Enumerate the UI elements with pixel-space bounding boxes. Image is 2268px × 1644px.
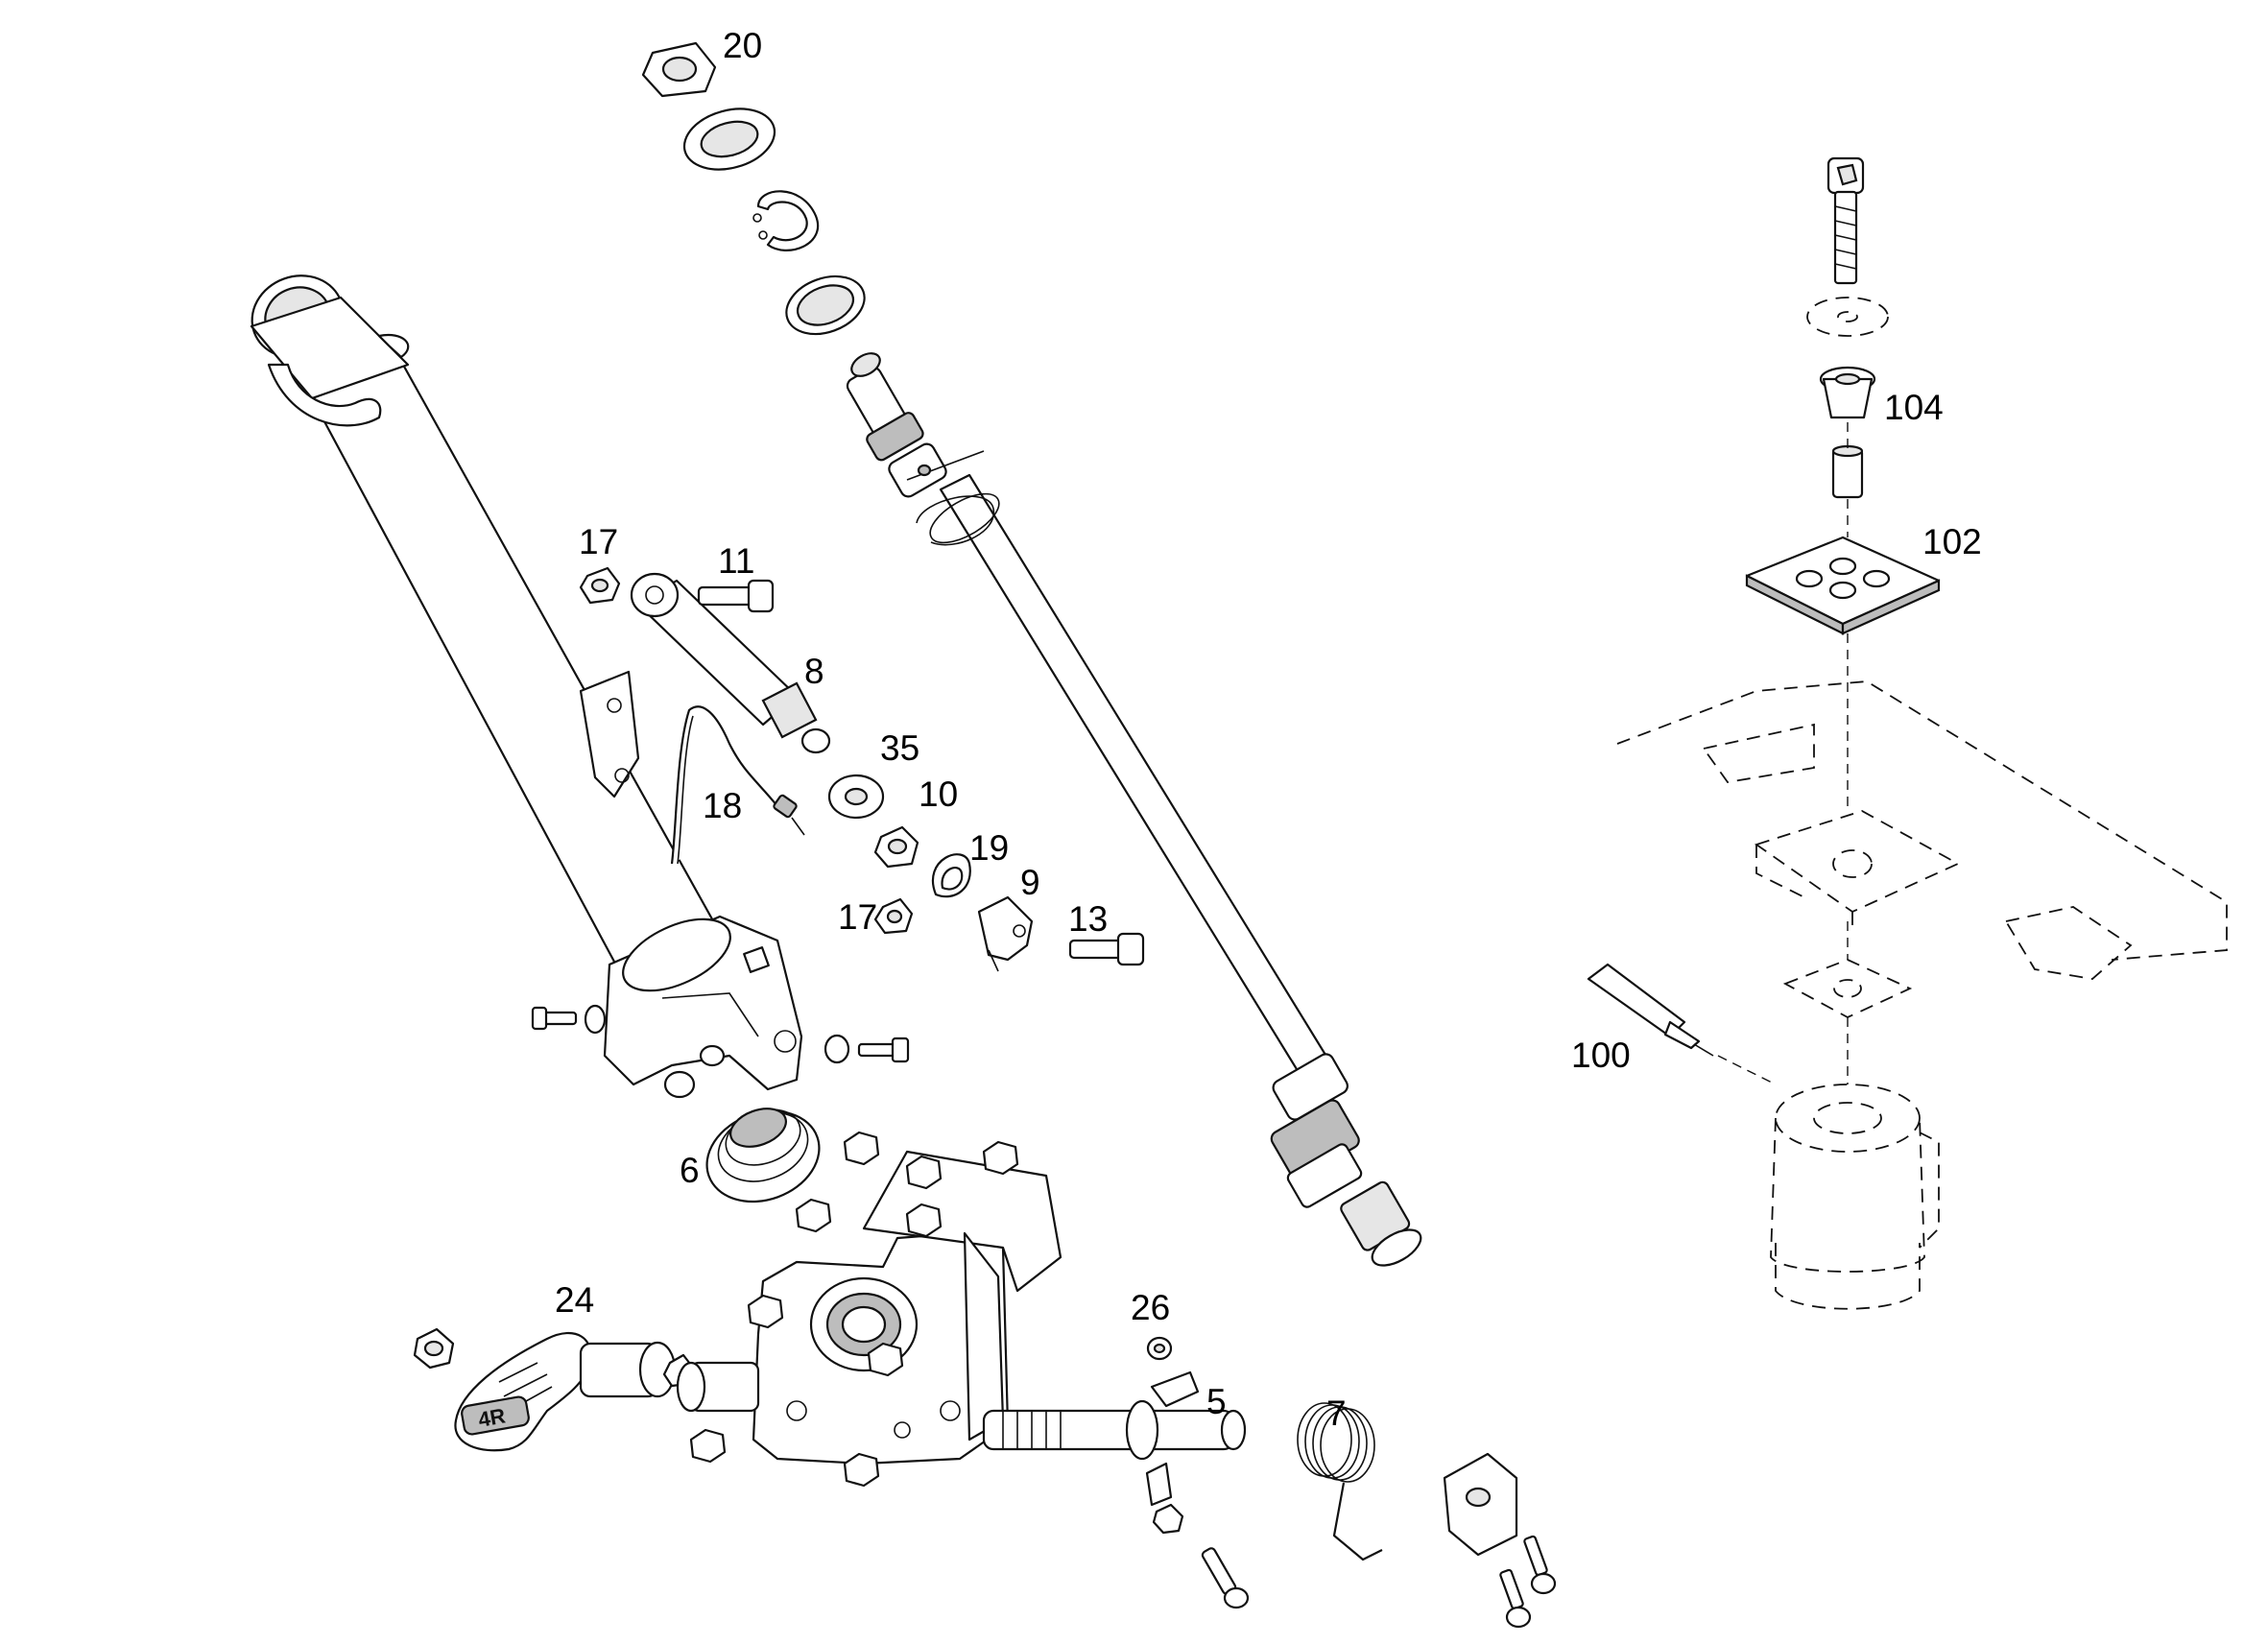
- bolt-11: [697, 579, 775, 613]
- callout-6: 6: [680, 1151, 700, 1190]
- column-upper-bracket: [579, 670, 640, 798]
- stop-block: [1443, 1452, 1518, 1557]
- bracket-nut: [663, 1044, 726, 1099]
- callout-18: 18: [703, 786, 742, 825]
- column-lower-bracket: [603, 915, 803, 1091]
- column-tube: [250, 274, 731, 990]
- callout-19: 19: [969, 828, 1009, 868]
- callout-9: 9: [1020, 863, 1040, 902]
- shaft-stub-24: [676, 1361, 760, 1413]
- pin-26: [1146, 1336, 1173, 1361]
- bellows-6: [705, 1108, 821, 1203]
- callout-24: 24: [555, 1280, 594, 1320]
- bushing-104: [1819, 366, 1876, 419]
- lever-24: 4R: [413, 1327, 695, 1452]
- clip-19: [932, 853, 971, 898]
- cable-18: [670, 705, 805, 865]
- nut-20: [641, 41, 717, 98]
- assembly-axis-lines: [1717, 422, 1849, 1085]
- callout-35: 35: [880, 728, 919, 768]
- bracket-bolt-left: [531, 1004, 607, 1035]
- circlip: [752, 190, 820, 251]
- washer: [682, 107, 776, 171]
- stop-block-screws: [1499, 1535, 1557, 1629]
- spacer-tube: [1831, 444, 1864, 499]
- gasket-plate-102: [1745, 536, 1941, 635]
- callout-26: 26: [1131, 1288, 1170, 1327]
- pedal-shaft-5: [982, 1370, 1247, 1535]
- dashed-cab-outline: [1616, 680, 2228, 980]
- washer-35: [827, 774, 885, 820]
- callout-17-upper: 17: [579, 522, 618, 561]
- nut-17-upper: [579, 566, 621, 605]
- nut-17-lower: [873, 897, 914, 935]
- nut-10: [873, 825, 919, 869]
- callout-104: 104: [1884, 388, 1944, 427]
- lever-logo: 4R: [476, 1403, 507, 1432]
- spring-7: [1297, 1402, 1383, 1561]
- washer-dashed: [1806, 297, 1889, 337]
- callout-5: 5: [1206, 1382, 1227, 1421]
- fixing-screw-top: [1826, 156, 1865, 285]
- callout-7: 7: [1326, 1394, 1347, 1433]
- callout-100: 100: [1571, 1036, 1631, 1075]
- o-ring: [785, 274, 866, 336]
- bracket-washer-bolt-right: [824, 1034, 910, 1064]
- bolt-13: [1068, 932, 1145, 966]
- bolt-small-lower: [1201, 1547, 1250, 1609]
- callout-8: 8: [804, 652, 824, 691]
- steering-unit-dashed: [1770, 1084, 1940, 1310]
- mounting-bracket-dashed: [1754, 810, 1961, 931]
- callout-102: 102: [1922, 522, 1982, 561]
- callout-13: 13: [1068, 899, 1108, 939]
- sealant-tube-100: [1587, 963, 1714, 1057]
- bracket-bolts: [689, 1131, 1019, 1488]
- shaft-snap-ring: [916, 495, 994, 546]
- callout-20: 20: [723, 26, 762, 65]
- gas-spring-8: [630, 572, 831, 754]
- lever-9: [977, 895, 1034, 972]
- callout-11: 11: [718, 541, 754, 581]
- steering-shaft: [846, 352, 1422, 1267]
- callout-10: 10: [919, 774, 958, 814]
- lower-gasket-dashed: [1782, 959, 1913, 1019]
- callout-17-lower: 17: [838, 897, 877, 937]
